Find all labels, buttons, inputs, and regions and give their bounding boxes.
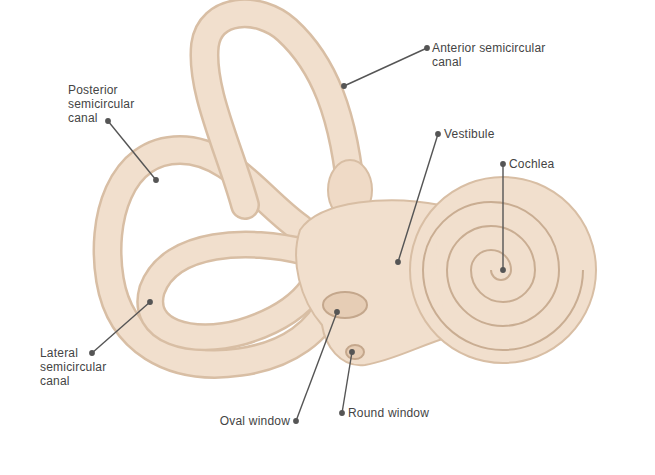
leader-dot (340, 411, 344, 415)
part-label: Round window (348, 406, 468, 420)
leader-line (92, 302, 150, 353)
leader-dot (342, 84, 346, 88)
leader-dot (436, 132, 440, 136)
leader-dot (106, 119, 110, 123)
leader-dot (396, 260, 400, 264)
lateral-canal (150, 245, 312, 338)
leader-dot (350, 350, 354, 354)
leader-line (344, 48, 427, 86)
part-label: Cochlea (509, 157, 599, 171)
leader-dot (148, 300, 152, 304)
leader-dot (294, 419, 298, 423)
round-window (346, 345, 364, 359)
leader-line (398, 134, 438, 262)
leader-dot (90, 351, 94, 355)
part-label: Vestibule (444, 127, 534, 141)
part-label: Lateral semicircular canal (40, 346, 122, 388)
leader-dot (154, 178, 158, 182)
part-label: Anterior semicircular canal (432, 41, 562, 69)
lateral-canal-outline (150, 245, 312, 338)
leader-line (502, 164, 503, 270)
leader-dot (335, 310, 339, 314)
leader-line (296, 312, 337, 421)
leader-lines (90, 46, 505, 423)
leader-dot (501, 268, 505, 272)
leader-line (108, 121, 156, 180)
part-label: Oval window (150, 414, 290, 428)
part-label: Posterior semicircular canal (68, 83, 148, 125)
cochlea-join (434, 208, 452, 336)
leader-line (342, 352, 352, 413)
oval-window (323, 292, 367, 318)
leader-dot (501, 162, 505, 166)
leader-dot (425, 46, 429, 50)
